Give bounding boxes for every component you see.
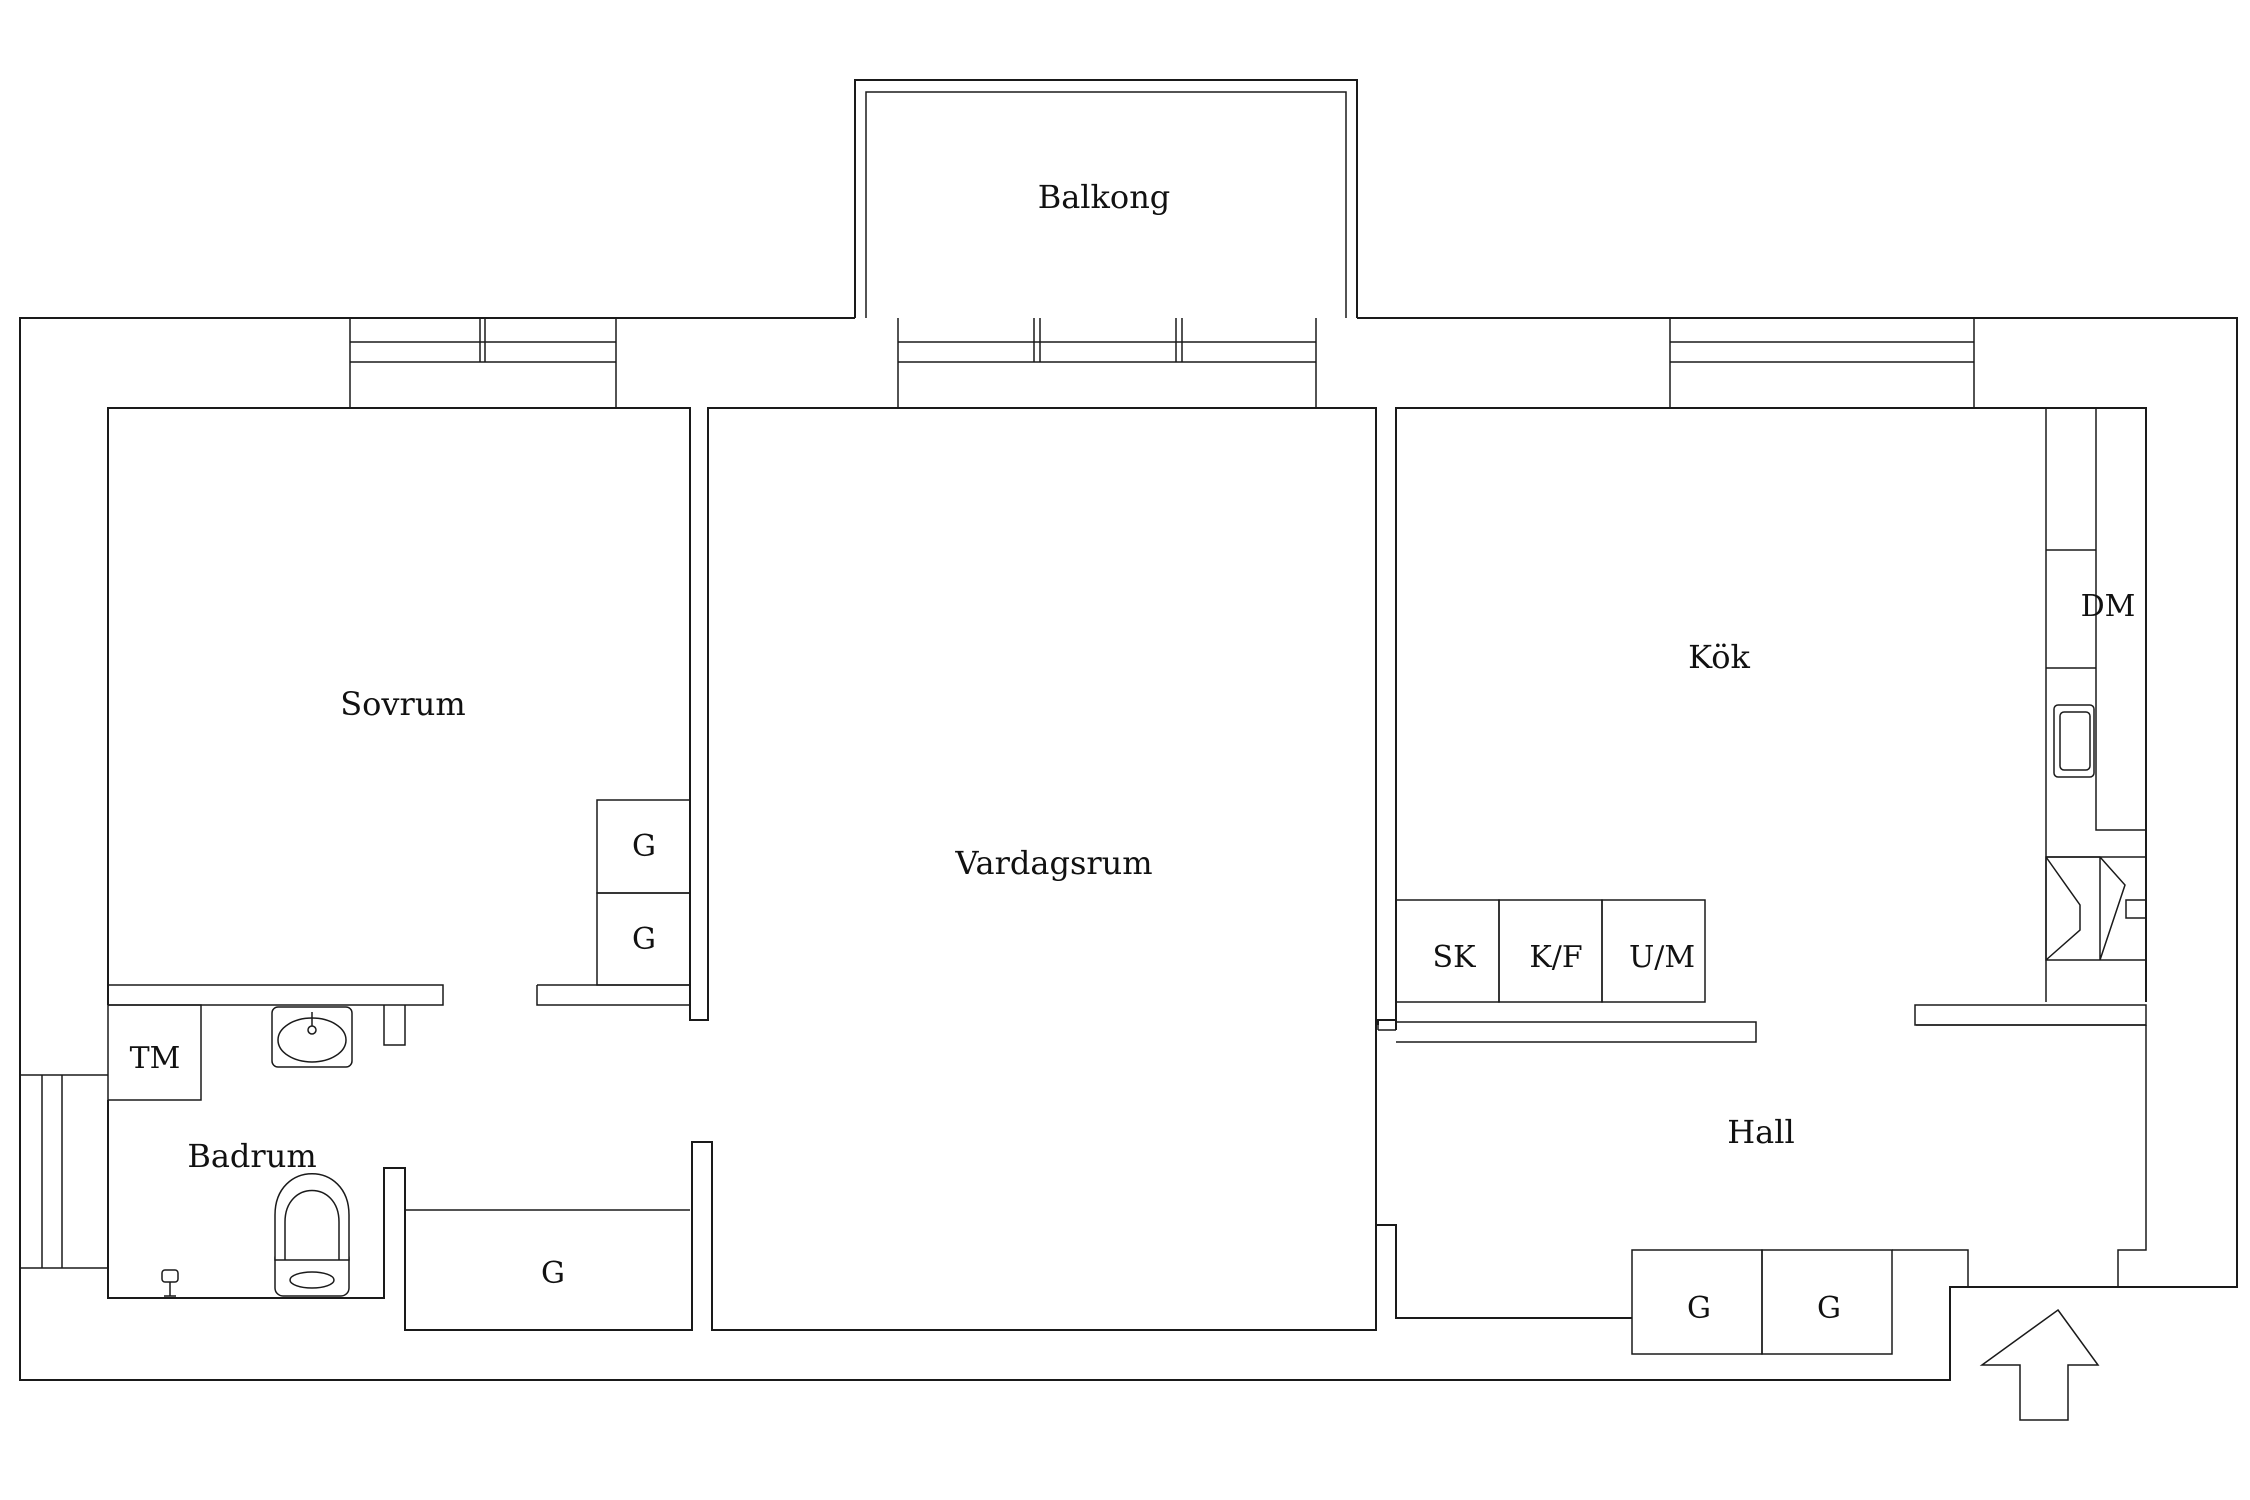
- toilet-icon: [274, 1173, 350, 1297]
- kitchen-appliances: [1395, 899, 1706, 1003]
- kitchen: [1375, 407, 2147, 1330]
- wardrobe-label-g: G: [1817, 1291, 1841, 1326]
- fixture-label-kf: K/F: [1529, 940, 1582, 975]
- wardrobe-label-g: G: [632, 829, 656, 864]
- window-bedroom: [349, 318, 617, 408]
- wardrobe-label-g: G: [632, 922, 656, 957]
- room-label-badrum: Badrum: [187, 1137, 316, 1175]
- room-label-hall: Hall: [1727, 1113, 1794, 1151]
- window-kitchen: [1669, 318, 1975, 408]
- kitchen-sink-icon: [2053, 704, 2095, 778]
- room-label-kok: Kök: [1688, 638, 1750, 676]
- hall-wardrobe-left: [405, 1209, 690, 1331]
- entrance-arrow-icon: [1979, 1308, 2100, 1421]
- fixture-label-dm: DM: [2081, 589, 2136, 624]
- bedroom-wardrobe: [596, 799, 691, 986]
- sink-icon: [271, 1006, 353, 1068]
- room-label-balkong: Balkong: [1038, 178, 1171, 216]
- wardrobe-label-g: G: [541, 1256, 565, 1291]
- stove-icon: [2045, 856, 2147, 961]
- window-bathroom: [20, 1074, 108, 1269]
- faucet-icon: [161, 1269, 179, 1297]
- room-label-vardagsrum: Vardagsrum: [954, 844, 1152, 882]
- fixture-label-sk: SK: [1433, 940, 1477, 975]
- window-living-room: [897, 318, 1317, 408]
- bathroom: [107, 1004, 202, 1298]
- hall-wardrobe: [1631, 1249, 1969, 1355]
- fixture-label-tm: TM: [130, 1041, 181, 1076]
- wardrobe-label-g: G: [1687, 1291, 1711, 1326]
- balcony: [854, 79, 1358, 318]
- room-label-sovrum: Sovrum: [340, 685, 466, 723]
- exterior-wall: [19, 317, 2238, 1381]
- fixture-label-um: U/M: [1629, 940, 1695, 975]
